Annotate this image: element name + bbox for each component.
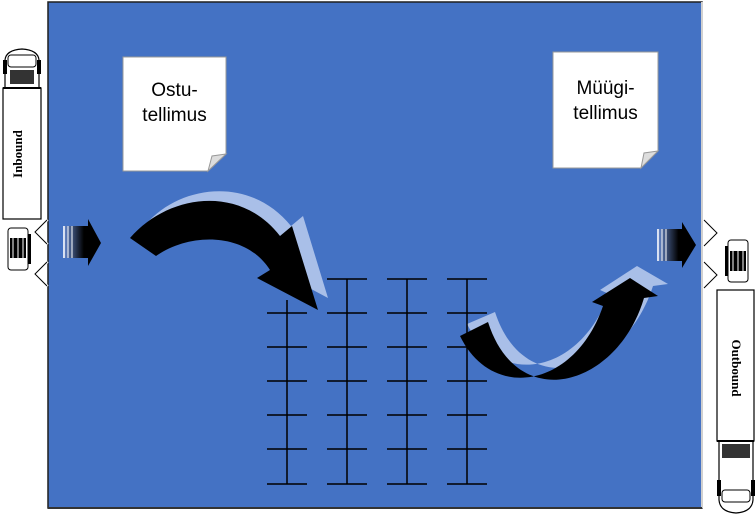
inbound-forklift-icon <box>7 227 31 271</box>
dock-door-markers <box>34 219 718 289</box>
put-away-curved-arrow-icon <box>130 191 328 310</box>
inbound-truck-icon <box>2 48 42 220</box>
outbound-forklift-icon <box>725 239 749 283</box>
sales-order-label: Müügi- tellimus <box>573 78 638 124</box>
pick-curved-arrow-icon <box>460 266 668 380</box>
outbound-truck-icon <box>716 289 755 514</box>
purchase-order-label: Ostu- tellimus <box>142 80 207 126</box>
inbound-dock-arrow-icon <box>63 219 101 266</box>
outbound-truck-label: Outbound <box>729 339 744 397</box>
outbound-dock-arrow-icon <box>657 222 696 268</box>
sales-order-document <box>552 51 660 170</box>
purchase-order-document <box>122 56 228 173</box>
inbound-truck-label: Inbound <box>10 130 25 178</box>
storage-racks <box>267 278 487 485</box>
